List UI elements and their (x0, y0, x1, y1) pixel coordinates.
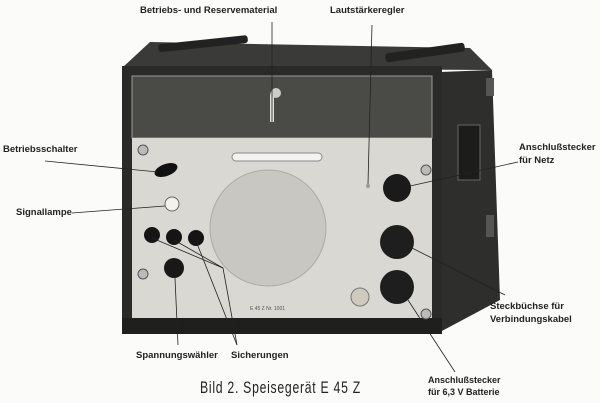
voltage-selector[interactable] (164, 258, 184, 278)
signal-lamp (164, 196, 180, 212)
volume-knob[interactable] (366, 184, 370, 188)
label-socket-line1: Steckbüchse für (490, 301, 564, 312)
fuse-3[interactable] (188, 230, 204, 246)
label-battery: Anschlußstecker für 6,3 V Batterie (428, 374, 501, 398)
mains-connector (383, 174, 411, 202)
figure-caption: Bild 2. Speisegerät E 45 Z (200, 378, 361, 397)
side-clip (486, 78, 494, 96)
label-voltage-selector: Spannungswähler (136, 350, 218, 361)
label-volume: Lautstärkeregler (330, 5, 405, 16)
fuse-2[interactable] (166, 229, 182, 245)
label-mains-line2: für Netz (519, 155, 555, 166)
speaker-grille (209, 169, 327, 287)
case-side (440, 70, 500, 332)
label-battery-line1: Anschlußstecker (428, 375, 501, 385)
panel-handle (231, 152, 323, 162)
case-top (122, 42, 492, 70)
upper-compartment (131, 75, 433, 139)
handle-left (158, 35, 248, 53)
leader-lines (44, 22, 519, 373)
handle-right (385, 42, 465, 63)
label-socket-line2: Verbindungskabel (490, 314, 572, 325)
fuse-1[interactable] (144, 227, 160, 243)
device-plate: E 45 Z Nr. 1001 (250, 306, 286, 312)
side-latch (457, 124, 481, 181)
label-signal-lamp: Signallampe (16, 207, 72, 218)
label-power-switch: Betriebsschalter (3, 144, 78, 155)
label-mains: Anschlußstecker für Netz (519, 141, 596, 167)
side-clip (486, 215, 494, 237)
battery-connector (380, 270, 414, 304)
cable-socket (380, 225, 414, 259)
power-switch[interactable] (153, 160, 180, 179)
label-material: Betriebs- und Reservematerial (140, 5, 278, 16)
label-battery-line2: für 6,3 V Batterie (428, 387, 500, 397)
label-mains-line1: Anschlußstecker (519, 142, 596, 153)
label-fuses: Sicherungen (231, 350, 289, 361)
